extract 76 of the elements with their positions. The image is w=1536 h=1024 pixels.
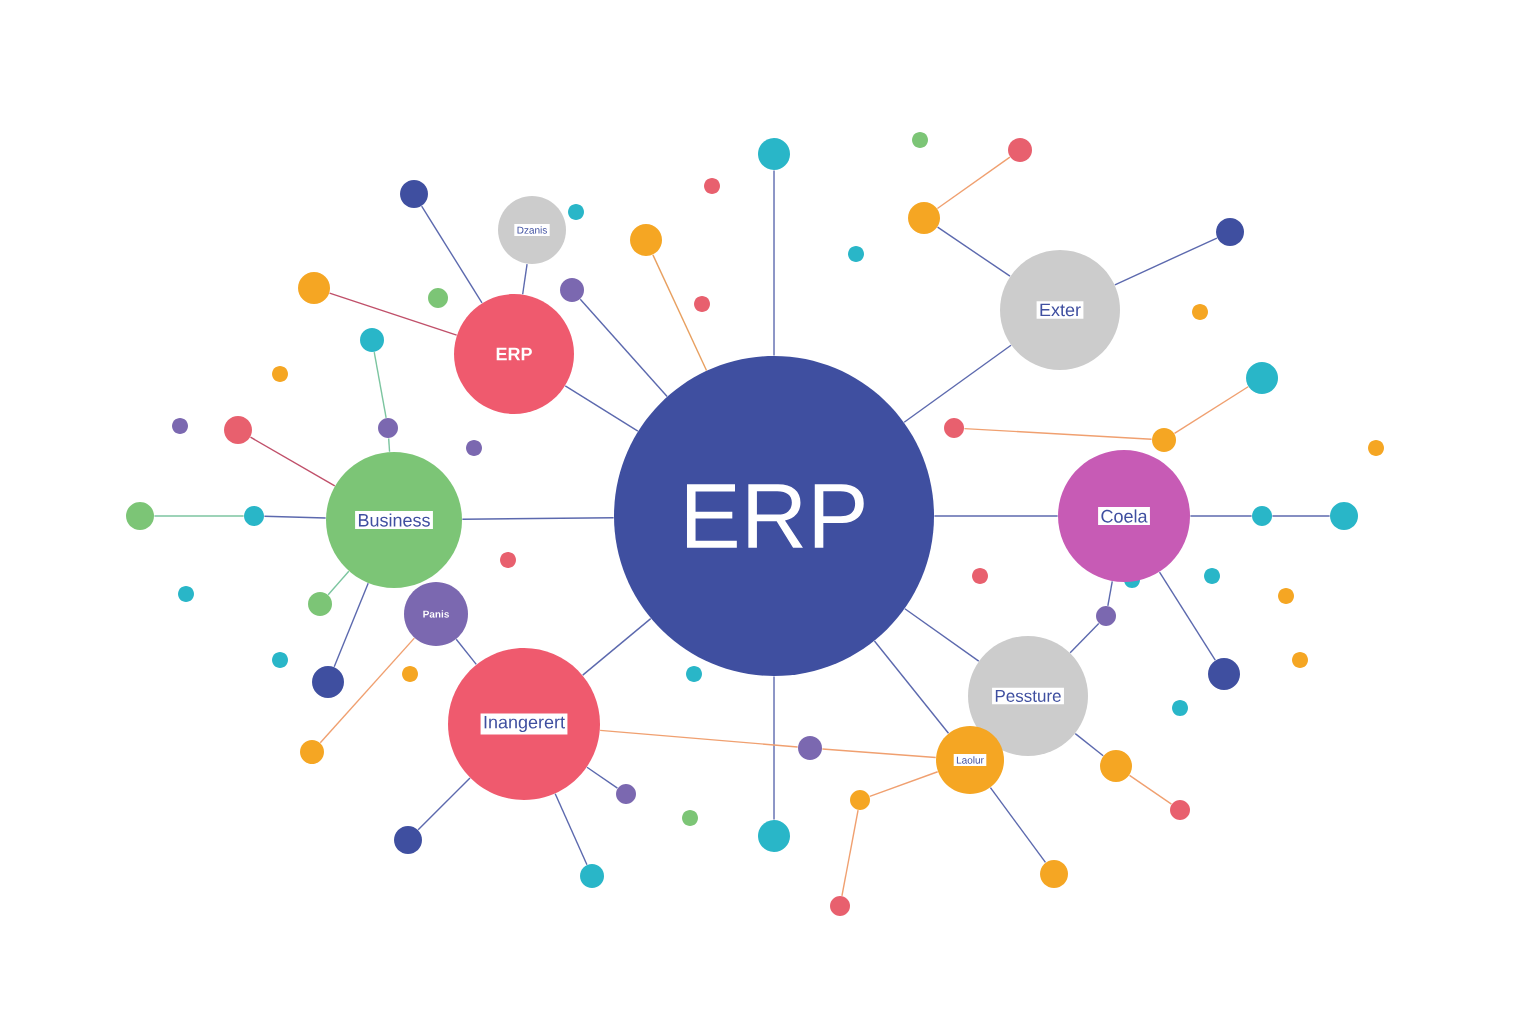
connector-line: [420, 205, 483, 304]
dot: [378, 418, 398, 438]
connector-line: [873, 640, 950, 734]
connector-line: [652, 254, 708, 372]
dot: [1208, 658, 1240, 690]
dot: [224, 416, 252, 444]
connector-line: [1114, 237, 1218, 286]
connector-line: [1074, 732, 1104, 757]
connector-line: [554, 793, 588, 866]
connector-line: [599, 729, 799, 748]
dot: [1040, 860, 1068, 888]
dot: [300, 740, 324, 764]
dot: [126, 502, 154, 530]
connector-line: [869, 771, 939, 798]
dot: [830, 896, 850, 916]
connector-line: [933, 515, 1059, 517]
connector-line: [263, 515, 327, 519]
connector-line: [841, 809, 859, 897]
dot: [1246, 362, 1278, 394]
dot: [630, 224, 662, 256]
connector-line: [153, 515, 245, 517]
connector-line: [963, 427, 1153, 440]
connector-line: [373, 351, 387, 419]
connector-line: [1128, 774, 1173, 805]
dot: [308, 592, 332, 616]
connector-line: [461, 517, 615, 520]
connector-line: [328, 292, 458, 336]
dot: [400, 180, 428, 208]
dot: [758, 138, 790, 170]
dot: [850, 790, 870, 810]
connector-line: [388, 437, 391, 453]
connector-line: [579, 298, 668, 398]
dot: [1330, 502, 1358, 530]
connector-line: [455, 638, 477, 666]
connector-line: [333, 582, 369, 668]
connector-line: [1271, 515, 1331, 517]
connector-line: [327, 570, 350, 596]
dot: [1252, 506, 1272, 526]
dot: [944, 418, 964, 438]
connector-line: [1189, 515, 1253, 517]
connector-line: [564, 385, 639, 432]
dot: [394, 826, 422, 854]
connector-line: [904, 608, 980, 662]
connector-line: [1158, 571, 1216, 661]
connector-line: [582, 617, 652, 676]
dot: [1152, 428, 1176, 452]
connector-line: [1107, 580, 1113, 607]
connector-line: [936, 226, 1011, 277]
connector-line: [936, 156, 1011, 210]
dot: [298, 272, 330, 304]
dot: [798, 736, 822, 760]
dot: [758, 820, 790, 852]
dot: [908, 202, 940, 234]
connector-line: [1069, 622, 1100, 654]
dot: [360, 328, 384, 352]
dot: [560, 278, 584, 302]
dot: [1096, 606, 1116, 626]
dot: [244, 506, 264, 526]
connector-line: [903, 344, 1012, 423]
dot: [1170, 800, 1190, 820]
connector-line: [319, 637, 416, 744]
connector-line: [586, 766, 619, 789]
dot: [312, 666, 344, 698]
connector-line: [773, 169, 775, 357]
dot: [616, 784, 636, 804]
dot: [580, 864, 604, 888]
connector-line: [989, 787, 1047, 864]
connector-line: [417, 777, 471, 831]
connector-line: [773, 675, 775, 821]
connector-line: [249, 436, 336, 487]
connector-line: [821, 748, 937, 759]
dot: [1100, 750, 1132, 782]
connector-line: [521, 263, 528, 295]
connector-line: [1173, 386, 1249, 435]
dot: [1008, 138, 1032, 162]
dot: [1216, 218, 1244, 246]
